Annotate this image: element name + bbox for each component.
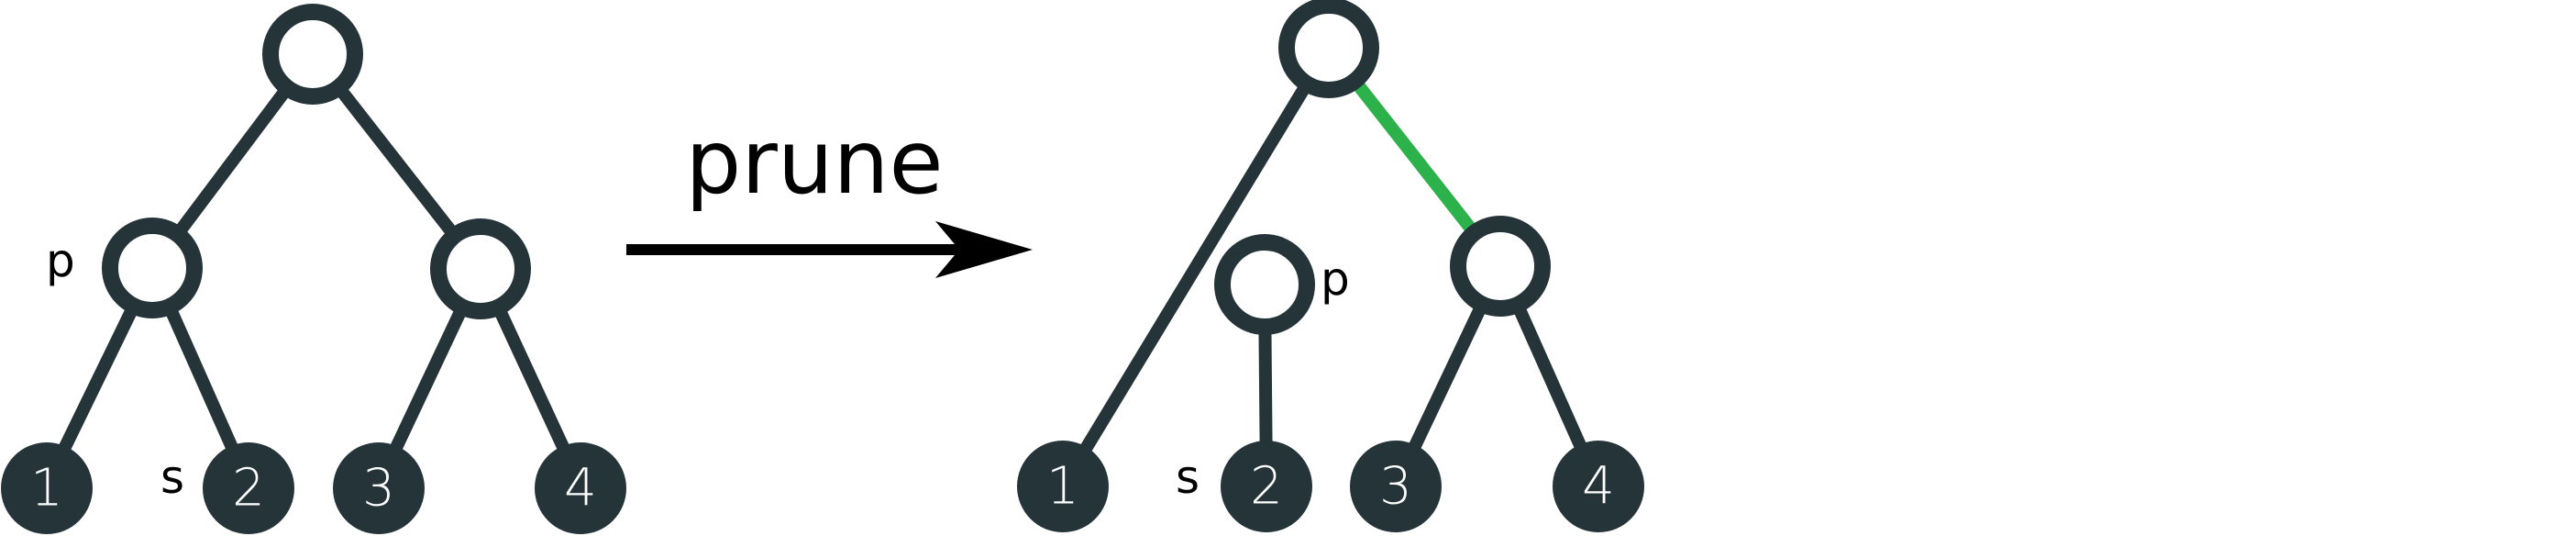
leaf-4-label: 4 xyxy=(564,459,597,519)
leaf-1-label: 1 xyxy=(30,459,63,519)
tree-before: 1 2 3 4 p s xyxy=(1,4,626,534)
pruned-parent-node-p xyxy=(1214,234,1315,335)
leaf-1: 1 xyxy=(1,442,93,534)
leaf-4: 4 xyxy=(1553,441,1644,532)
leaf-4: 4 xyxy=(535,442,626,534)
right-internal-node xyxy=(430,218,531,319)
leaf-2: 2 xyxy=(1221,441,1312,532)
leaf-3: 3 xyxy=(333,442,425,534)
leaf-4-label: 4 xyxy=(1582,457,1615,517)
leaf-2-label: 2 xyxy=(232,459,265,519)
prune-arrow: prune xyxy=(626,111,1033,278)
leaf-2: 2 xyxy=(203,442,294,534)
root-node xyxy=(1278,0,1379,98)
leaf-3-label: 3 xyxy=(1379,457,1412,517)
sibling-label-s: s xyxy=(1176,451,1200,504)
edge-root-leaf1 xyxy=(1057,44,1334,490)
arrow-head xyxy=(935,221,1033,278)
tree-after: 1 2 3 4 p s xyxy=(1017,0,1644,532)
leaf-1-label: 1 xyxy=(1046,457,1079,517)
prune-label: prune xyxy=(685,111,943,214)
parent-label-p: p xyxy=(1321,252,1350,306)
leaf-3: 3 xyxy=(1350,441,1442,532)
leaf-2-label: 2 xyxy=(1250,457,1283,517)
sibling-label-s: s xyxy=(160,451,184,504)
parent-node-p xyxy=(102,218,203,318)
right-internal-node xyxy=(1450,216,1551,317)
leaf-3-label: 3 xyxy=(362,459,395,519)
root-node xyxy=(262,4,363,105)
parent-label-p: p xyxy=(46,234,75,287)
leaf-1: 1 xyxy=(1017,441,1109,532)
